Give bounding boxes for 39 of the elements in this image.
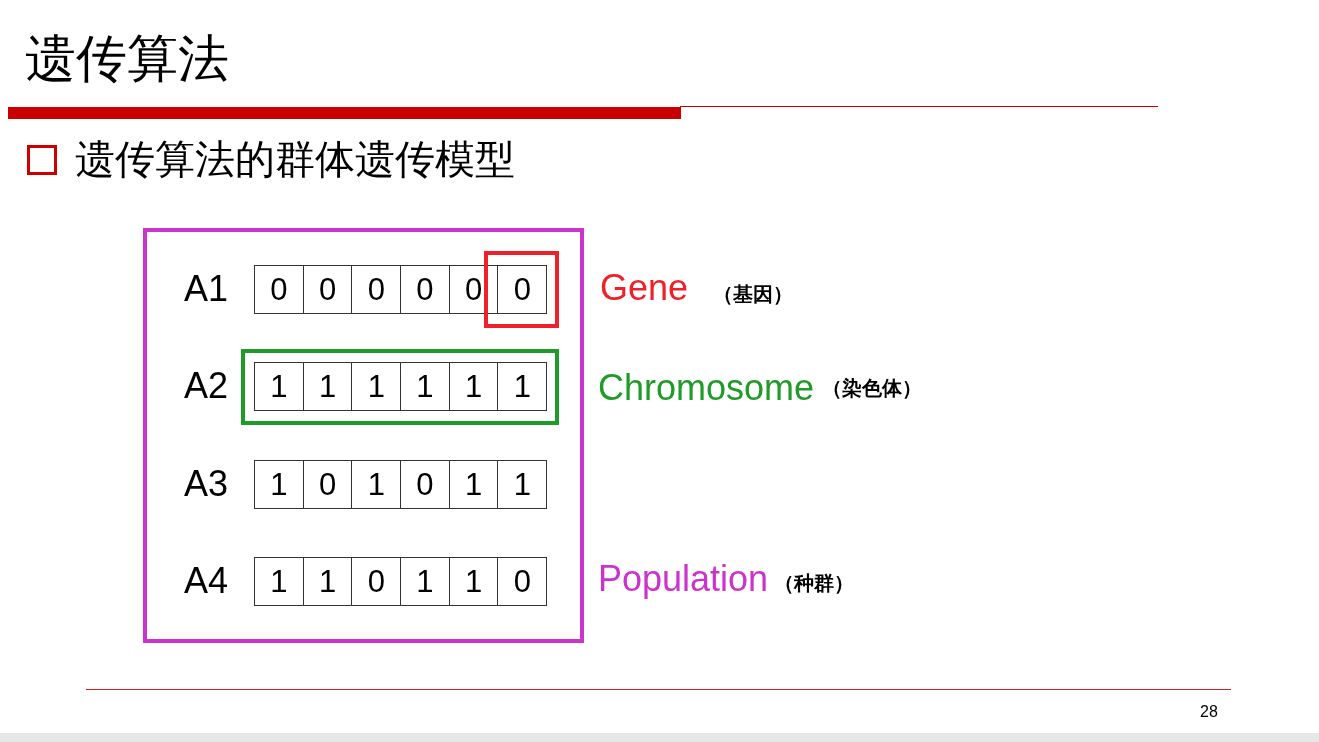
chromosome-name: A4: [184, 563, 229, 599]
translation-label: （基因）: [713, 284, 793, 304]
bit-cell: 1: [254, 460, 304, 509]
bit-cell: 0: [351, 557, 402, 606]
gene-highlight-frame: [484, 251, 559, 328]
page-number: 28: [1200, 704, 1218, 720]
bit-cell: 1: [302, 557, 353, 606]
bit-cell: 1: [448, 557, 499, 606]
bit-cell: 0: [302, 265, 353, 314]
chromosome-name: A1: [184, 271, 229, 307]
bit-cell: 1: [400, 362, 450, 411]
term-label: Gene: [600, 270, 689, 306]
bit-cell: 1: [497, 460, 548, 509]
bit-cell: 0: [400, 265, 450, 314]
bit-cell: 0: [302, 460, 353, 509]
bit-cell: 1: [448, 362, 499, 411]
bit-cell: 1: [254, 557, 304, 606]
population-frame: [143, 228, 584, 643]
bit-cell: 0: [400, 460, 450, 509]
bit-cell: 1: [254, 362, 304, 411]
translation-label: （种群）: [774, 573, 854, 593]
chromosome-name: A3: [184, 466, 229, 502]
bit-cell: 0: [351, 265, 402, 314]
bit-cell: 0: [497, 265, 548, 314]
bit-cell: 1: [351, 460, 402, 509]
section-heading: 遗传算法的群体遗传模型: [75, 139, 515, 179]
bit-cell: 0: [254, 265, 304, 314]
bit-cell: 1: [448, 460, 499, 509]
bit-cell: 0: [497, 557, 548, 606]
chromosome-highlight-frame: [241, 349, 559, 425]
bit-cell: 1: [302, 362, 353, 411]
term-label: Chromosome: [598, 370, 815, 406]
slide-title: 遗传算法: [25, 34, 229, 85]
bit-cell: 1: [497, 362, 548, 411]
bit-cell: 1: [351, 362, 402, 411]
term-label: Population: [598, 561, 769, 597]
translation-label: （染色体）: [822, 378, 922, 398]
bit-cell: 1: [400, 557, 450, 606]
chromosome-name: A2: [184, 368, 229, 404]
